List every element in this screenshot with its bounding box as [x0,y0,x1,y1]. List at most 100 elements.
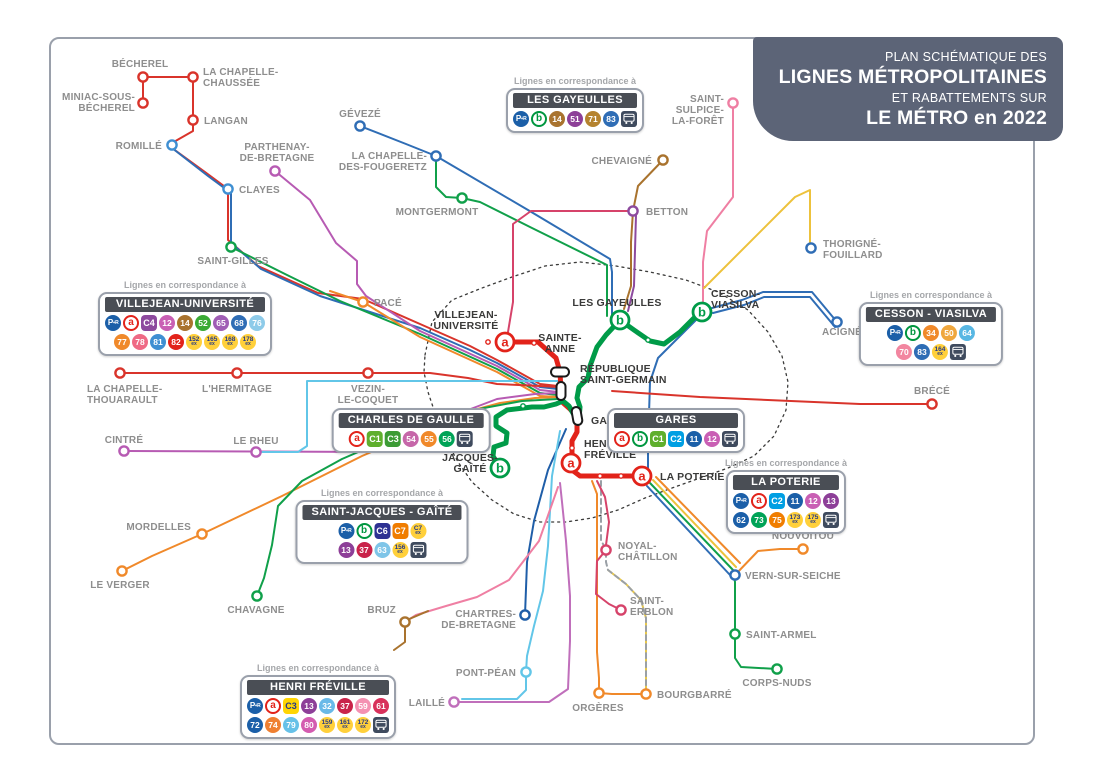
station-dot [657,154,669,166]
rail-line [655,476,741,564]
station-dot [520,666,532,678]
title-line: LE MÉTRO en 2022 [866,106,1047,129]
station-dot [231,367,243,379]
station-label: ORGÈRES [572,701,624,714]
station-label: ACIGNÉ [822,325,862,338]
interchange-pill [550,366,570,378]
rail-line [121,396,559,572]
station-dot [187,71,199,83]
station-dot [448,696,460,708]
station-dot [771,663,783,675]
station-dot [456,192,468,204]
rail-line [261,380,559,453]
rail-line [524,428,567,616]
rail-line [359,125,613,317]
station-dot [727,97,739,109]
metro-station-badge-a [494,331,516,353]
station-dot [430,150,442,162]
station-dot [118,445,130,457]
station-dot [137,71,149,83]
interchange-pill [555,381,567,401]
rail-line [423,261,789,523]
minor-stop-dot [531,340,537,346]
station-label: LAILLÉ [409,696,445,709]
rail-line [627,214,637,312]
interchange-pill [570,406,584,426]
station-dot [357,296,369,308]
station-dot [114,367,126,379]
station-label: CHARTRES-DE-BRETAGNE [441,609,516,631]
station-dot [615,604,627,616]
station-dot [250,446,262,458]
station-dot [805,242,817,254]
rail-lines [119,76,933,703]
rail-line [393,610,429,651]
station-dot [269,165,281,177]
metro-line-letter: a [567,456,575,471]
station-dot [222,183,234,195]
rail-line [649,482,778,670]
minor-stop-dot [645,337,651,343]
station-dot [593,687,605,699]
metro-line-letter: b [616,313,624,328]
station-dot [354,120,366,132]
station-label: SAINT-ERBLON [630,596,673,618]
metro-line-letter: a [501,335,509,350]
station-label: LE RHEU [233,436,278,447]
minor-stop-dot [520,403,526,409]
stations: BÉCHEREL LA CHAPELLE-CHAUSSÉE MINIAC-SOUS-… [62,57,950,714]
station-label: BÉCHEREL [112,57,169,70]
station-dot [627,205,639,217]
metro-station-badge-b [691,301,713,323]
station-label: SAINT-SULPICE-LA-FORÊT [672,94,724,127]
title-line: ET RABATTEMENTS SUR [891,90,1047,105]
station-dot [519,609,531,621]
station-label: LA CHAPELLE-CHAUSSÉE [203,67,278,89]
station-label: GÉVEZÉ [339,107,381,120]
map-frame [49,37,1035,745]
station-label: CORPS-NUDS [742,678,811,689]
station-label: BRÉCÉ [914,384,950,397]
station-dot [225,241,237,253]
title-line: LIGNES MÉTROPOLITAINES [778,66,1047,89]
station-label: NOYAL-CHÂTILLON [618,541,678,563]
station-label: MINIAC-SOUS-BÉCHEREL [62,92,135,114]
rail-line [591,480,647,695]
station-dot [926,398,938,410]
rail-line [274,170,559,393]
metro-station-badge-b [489,457,511,479]
rail-line [712,296,836,328]
station-dot [362,367,374,379]
station-label: L'HERMITAGE [202,384,272,395]
station-label: GARES [591,415,629,427]
station-dot [166,139,178,151]
rail-line [404,486,559,623]
rail-line [646,485,731,576]
station-dot [640,688,652,700]
station-label: VERN-SUR-SEICHE [745,571,841,582]
title-line: PLAN SCHÉMATIQUE DES [884,50,1047,64]
station-label: PONT-PÉAN [456,666,516,679]
station-label: SAINT-GILLES [197,256,268,267]
station-label: LA POTERIE [660,471,725,483]
station-label: ROMILLÉ [116,139,163,152]
station-label: SAINTE-ANNE [538,332,582,355]
rail-line [453,482,571,703]
rail-line [611,390,933,405]
station-label: CHEVAIGNÉ [591,154,652,167]
station-label: CINTRÉ [105,433,144,446]
metro-station-badge-b [609,309,631,331]
station-dot [797,543,809,555]
rail-line [703,189,811,289]
station-label: LE VERGER [90,580,150,591]
station-label: CESSON-VIASILVA [711,288,761,311]
station-label: LES GAYEULLES [572,297,661,309]
station-label: THORIGNÉ-FOUILLARD [823,237,883,261]
station-label: BETTON [646,207,688,218]
station-dot [831,316,843,328]
minor-stop-dot [597,473,603,479]
rail-line [607,569,647,693]
